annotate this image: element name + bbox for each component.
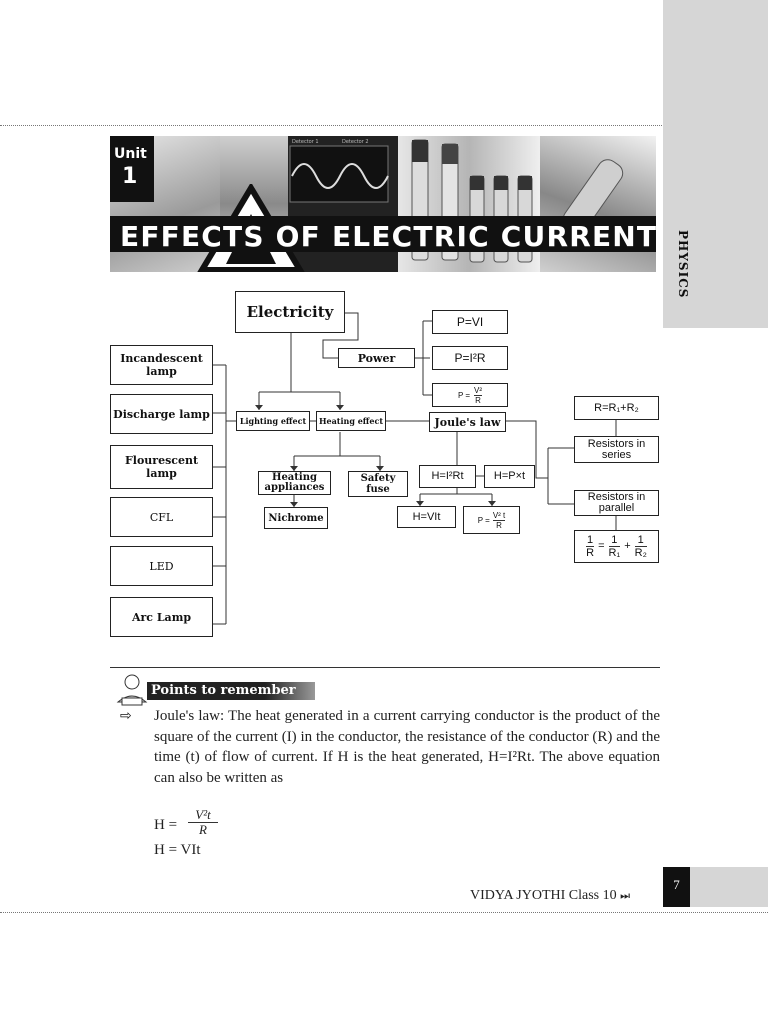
- series-resistance-formula: R=R₁+R₂: [574, 396, 659, 420]
- heat-formula-v2tr-lhs: P =: [478, 514, 490, 527]
- power-formula-vi: P=VI: [432, 310, 508, 334]
- parallel-formula-num-r1: 1: [609, 534, 621, 547]
- arrow-bullet-icon: ⇨: [120, 708, 132, 724]
- power-box: Power: [338, 348, 415, 368]
- parallel-formula-den-r: R: [586, 547, 594, 559]
- heat-formula-pt: H=P×t: [484, 465, 535, 488]
- power-formula-v2r-lhs: P =: [458, 389, 470, 402]
- equation-1-fraction: V²t R: [188, 808, 218, 837]
- heat-formula-vit: H=VIt: [397, 506, 456, 528]
- heat-formula-v2tr-t: t: [503, 511, 505, 520]
- parallel-formula-den-r2: R₂: [635, 547, 647, 559]
- lamp-flourescent: Flourescent lamp: [110, 445, 213, 489]
- lamp-arc: Arc Lamp: [110, 597, 213, 637]
- parallel-formula-plus: +: [624, 540, 630, 553]
- section-rule: [110, 667, 660, 668]
- electricity-box: Electricity: [235, 291, 345, 333]
- heat-formula-i2rt: H=I²Rt: [419, 465, 476, 488]
- footer-tab: [690, 867, 768, 907]
- resistors-series-box: Resistors in series: [574, 436, 659, 463]
- heat-formula-v2tr-num: V²: [493, 511, 501, 520]
- lamp-led: LED: [110, 546, 213, 586]
- reading-student-icon: [112, 672, 152, 708]
- heating-appliances-box: Heating appliances: [258, 471, 331, 495]
- lighting-effect-box: Lighting effect: [236, 411, 310, 431]
- lamp-cfl: CFL: [110, 497, 213, 537]
- heating-effect-box: Heating effect: [316, 411, 386, 431]
- equation-2: H = VIt: [154, 842, 201, 859]
- power-formula-v2r-den: R: [474, 396, 482, 405]
- parallel-resistance-formula: 1 R = 1 R₁ + 1 R₂: [574, 530, 659, 563]
- footer-text: VIDYA JYOTHI Class 10 ⏭: [470, 888, 630, 904]
- points-heading: Points to remember: [147, 682, 315, 700]
- parallel-formula-den-r1: R₁: [609, 547, 621, 559]
- joules-law-box: Joule's law: [429, 412, 506, 432]
- equation-1-lhs: H =: [154, 817, 177, 834]
- power-formula-v2r: P = V² R: [432, 383, 508, 407]
- power-formula-v2r-num: V²: [474, 386, 482, 396]
- lamp-incandescent: Incandescent lamp: [110, 345, 213, 385]
- footer-book-title: VIDYA JYOTHI Class 10: [470, 888, 617, 903]
- heat-formula-v2tr: P = V² t R: [463, 506, 520, 534]
- page-number: 7: [663, 867, 690, 907]
- joules-law-paragraph: Joule's law: The heat generated in a cur…: [154, 706, 660, 788]
- power-formula-i2r: P=I²R: [432, 346, 508, 370]
- resistors-parallel-box: Resistors in parallel: [574, 490, 659, 516]
- safety-fuse-box: Safety fuse: [348, 471, 408, 497]
- equation-1-den: R: [188, 823, 218, 837]
- parallel-formula-num-r2: 1: [635, 534, 647, 547]
- parallel-formula-num-r: 1: [586, 534, 594, 547]
- lamp-discharge: Discharge lamp: [110, 394, 213, 434]
- equation-1-num: V²t: [188, 808, 218, 823]
- parallel-formula-equals: =: [598, 540, 604, 553]
- heat-formula-v2tr-den: R: [493, 521, 505, 530]
- next-page-icon: ⏭: [620, 889, 630, 902]
- nichrome-box: Nichrome: [264, 507, 328, 529]
